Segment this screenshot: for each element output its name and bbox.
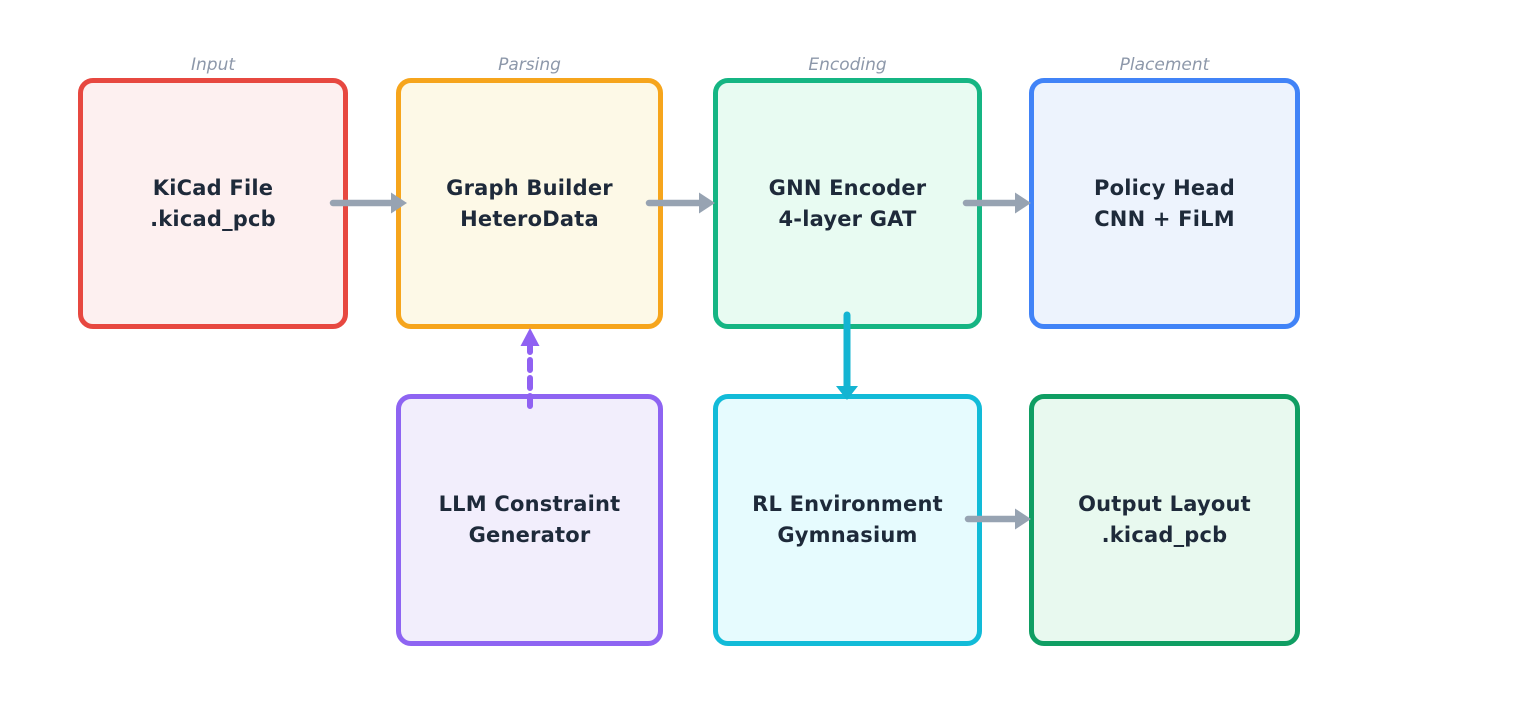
node-graph-builder-title: Graph Builder HeteroData: [446, 175, 613, 231]
node-kicad-file: KiCad File .kicad_pcb: [78, 78, 348, 329]
node-output-layout: Output Layout .kicad_pcb: [1029, 394, 1300, 646]
node-policy-head-title: Policy Head CNN + FiLM: [1094, 175, 1235, 231]
node-llm-constraint-generator: LLM Constraint Generator: [396, 394, 663, 646]
node-rl-environment-title: RL Environment Gymnasium: [752, 492, 943, 547]
stage-label-placement: Placement: [1119, 55, 1210, 75]
node-gnn-encoder: GNN Encoder 4-layer GAT: [713, 78, 982, 329]
stage-label-parsing: Parsing: [498, 55, 561, 75]
node-graph-builder: Graph Builder HeteroData: [396, 78, 663, 329]
node-kicad-file-title: KiCad File .kicad_pcb: [150, 175, 276, 231]
stage-label-input: Input: [190, 55, 236, 75]
node-policy-head: Policy Head CNN + FiLM: [1029, 78, 1300, 329]
node-llm-constraint-generator-title: LLM Constraint Generator: [438, 492, 621, 547]
node-rl-environment: RL Environment Gymnasium: [713, 394, 982, 646]
node-gnn-encoder-title: GNN Encoder 4-layer GAT: [768, 175, 927, 231]
node-output-layout-title: Output Layout .kicad_pcb: [1078, 492, 1251, 547]
stage-label-encoding: Encoding: [808, 55, 887, 75]
